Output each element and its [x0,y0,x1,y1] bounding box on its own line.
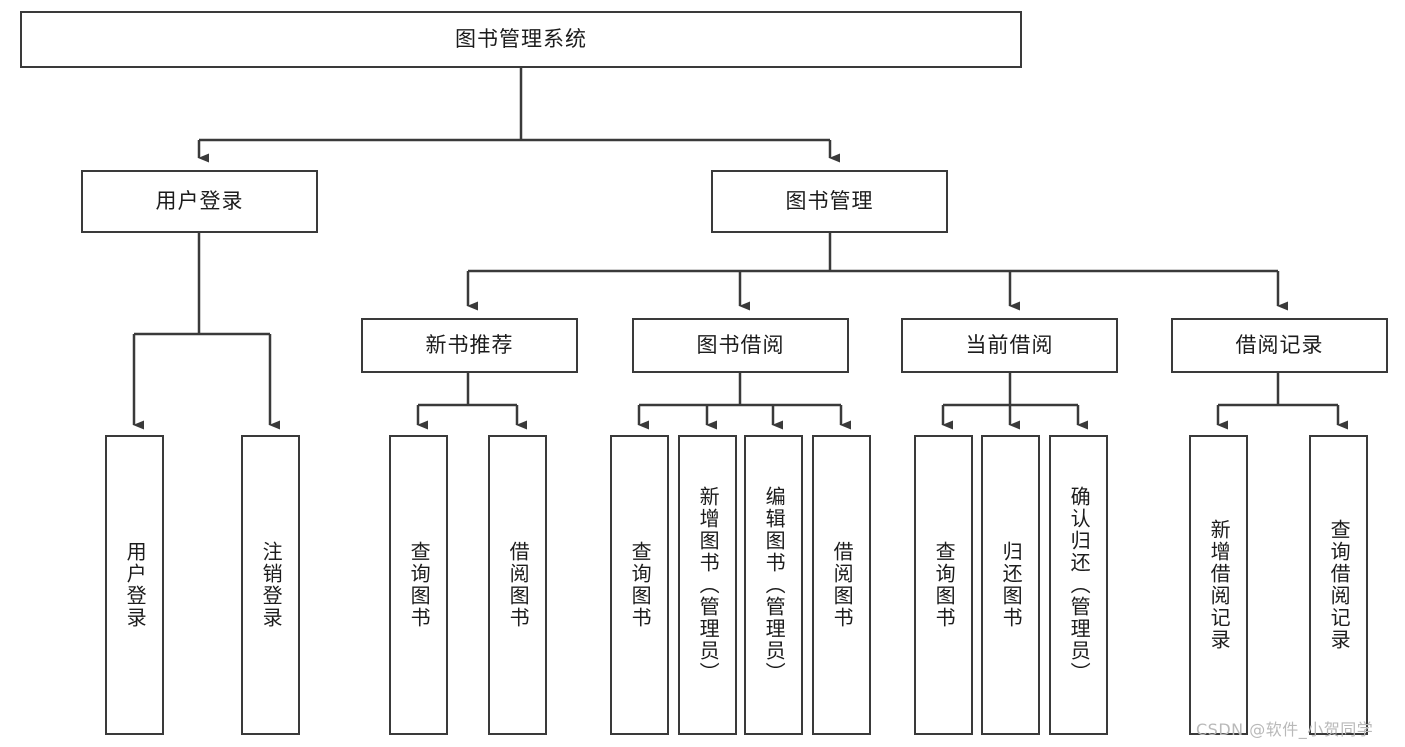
leaf-return-book[interactable]: 归还图书 [981,435,1040,735]
connector-userlogin-to-leaves [132,233,280,430]
node-label: 借阅图书 [830,541,855,629]
node-label: 查询借阅记录 [1327,519,1352,651]
leaf-confirm-return-admin[interactable]: 确认归还（管理员） [1049,435,1108,735]
node-label: 查询图书 [407,541,432,629]
node-label: 新书推荐 [425,332,514,357]
node-book-manage[interactable]: 图书管理 [711,170,948,233]
leaf-query-book-borrow[interactable]: 查询图书 [610,435,669,735]
leaf-borrow-book-new[interactable]: 借阅图书 [488,435,547,735]
leaf-borrow-book-borrow[interactable]: 借阅图书 [812,435,871,735]
node-user-login[interactable]: 用户登录 [81,170,318,233]
node-book-borrow[interactable]: 图书借阅 [632,318,849,373]
node-label: 图书管理 [785,188,874,213]
leaf-edit-book-admin[interactable]: 编辑图书（管理员） [744,435,803,735]
node-label: 图书管理系统 [455,26,587,51]
node-label: 当前借阅 [965,332,1054,357]
node-label: 查询图书 [932,541,957,629]
connector-bookmanage-to-level3 [466,233,1288,311]
node-label: 图书借阅 [696,332,785,357]
node-current-borrow[interactable]: 当前借阅 [901,318,1118,373]
node-label: 归还图书 [999,541,1024,629]
node-label: 用户登录 [155,188,244,213]
csdn-watermark: CSDN @软件_小贺同学 [1196,720,1374,739]
node-book-management-system[interactable]: 图书管理系统 [20,11,1022,68]
connector-borrowrecord-to-leaves [1216,373,1348,430]
leaf-query-book-new[interactable]: 查询图书 [389,435,448,735]
node-label: 新增借阅记录 [1207,519,1232,651]
node-borrow-record[interactable]: 借阅记录 [1171,318,1388,373]
leaf-query-book-current[interactable]: 查询图书 [914,435,973,735]
node-label: 用户登录 [123,541,148,629]
leaf-add-borrow-record[interactable]: 新增借阅记录 [1189,435,1248,735]
node-new-book-recommend[interactable]: 新书推荐 [361,318,578,373]
node-label: 确认归还（管理员） [1067,486,1092,684]
node-label: 借阅图书 [506,541,531,629]
node-label: 编辑图书（管理员） [762,486,787,684]
connector-root-to-level2 [197,68,840,163]
connector-currentborrow-to-leaves [941,373,1088,430]
node-label: 新增图书（管理员） [696,486,721,684]
leaf-query-borrow-record[interactable]: 查询借阅记录 [1309,435,1368,735]
leaf-logout-login[interactable]: 注销登录 [241,435,300,735]
connector-newbook-to-leaves [416,373,527,430]
node-label: 查询图书 [628,541,653,629]
leaf-add-book-admin[interactable]: 新增图书（管理员） [678,435,737,735]
node-label: 注销登录 [259,541,284,629]
leaf-user-login[interactable]: 用户登录 [105,435,164,735]
node-label: 借阅记录 [1235,332,1324,357]
connector-bookborrow-to-leaves [637,373,851,430]
